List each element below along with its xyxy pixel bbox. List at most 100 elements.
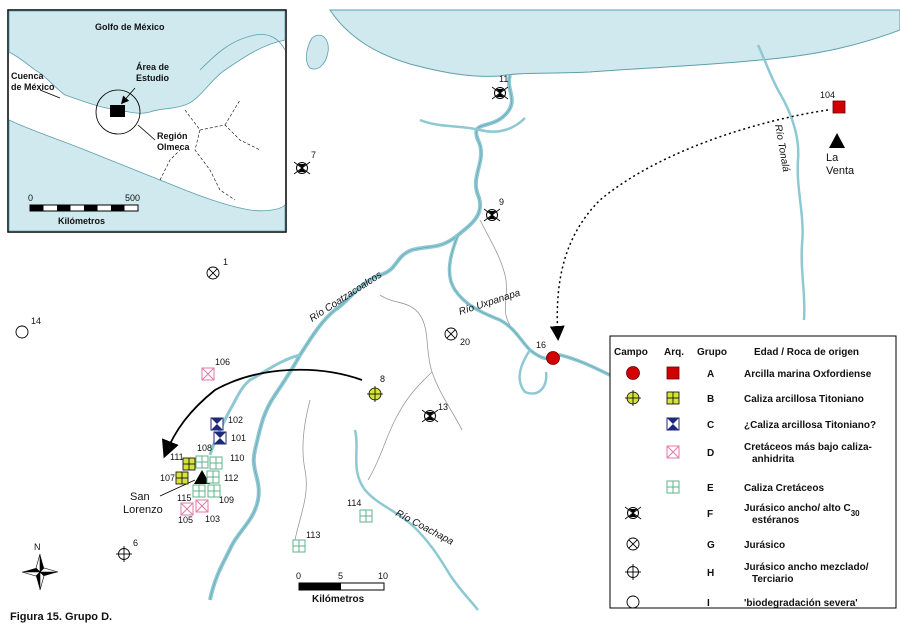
- label-la-venta-2: Venta: [826, 165, 855, 177]
- legend-campo-symbol-A: [626, 366, 640, 380]
- north-label: N: [34, 542, 41, 552]
- site-marker-101: 101: [213, 431, 246, 445]
- site-label-1: 1: [223, 257, 228, 267]
- legend-desc-E-0: Caliza Cretáceos: [744, 483, 824, 494]
- legend-group-A: A: [707, 369, 714, 380]
- legend-desc-I-0: 'biodegradación severa': [744, 598, 858, 609]
- site-label-103: 103: [205, 514, 220, 524]
- legend-desc-F-0: Jurásico ancho/ alto C30: [744, 503, 860, 518]
- san-lorenzo-marker: [194, 470, 210, 484]
- inset-scale-0: 0: [28, 193, 33, 203]
- main-scale-5: 5: [338, 571, 343, 581]
- legend-group-I: I: [707, 598, 710, 609]
- inset-study-label-2: Estudio: [136, 73, 170, 83]
- tributary-1: [479, 219, 511, 326]
- site-marker-103: 103: [195, 499, 220, 524]
- inset-region-label-1: Región: [157, 131, 188, 141]
- site-marker-7: 7: [293, 150, 316, 175]
- legend-campo-symbol-G: [626, 537, 640, 551]
- gulf-water: [329, 9, 900, 77]
- legend-arq-symbol-D: [666, 445, 680, 459]
- label-river-tonala: Río Tonalá: [772, 124, 791, 174]
- legend-campo-symbol-I: [626, 595, 640, 609]
- legend-row-A: A Arcilla marina Oxfordiense: [626, 366, 872, 380]
- legend-arq-symbol-B: [666, 391, 680, 405]
- legend-header-edad: Edad / Roca de origen: [754, 347, 859, 358]
- inset-scale-unit: Kilómetros: [58, 216, 105, 226]
- site-marker-11: 11: [491, 74, 508, 100]
- inset-scale-bar: [29, 204, 139, 212]
- site-marker-111: 111: [170, 452, 196, 471]
- site-label-101: 101: [231, 433, 246, 443]
- legend-box: [609, 335, 897, 609]
- legend-campo-symbol-B: [625, 390, 641, 406]
- site-label-13: 13: [438, 402, 448, 412]
- inset-gulf-label: Golfo de México: [95, 22, 165, 32]
- site-marker-102: 102: [210, 415, 243, 431]
- site-label-107: 107: [160, 473, 175, 483]
- site-label-111: 111: [170, 452, 184, 462]
- inset-scale-500: 500: [125, 193, 140, 203]
- label-san-lorenzo-1: San: [130, 491, 150, 503]
- site-marker-110: 110: [209, 453, 244, 470]
- inset-study-area: [110, 105, 125, 117]
- legend-arq-symbol-C: [666, 417, 680, 431]
- site-label-14: 14: [31, 316, 41, 326]
- site-marker-109: 109: [207, 484, 234, 505]
- site-marker-8: 8: [367, 374, 385, 402]
- site-label-104: 104: [820, 90, 835, 100]
- main-scale-10: 10: [378, 571, 388, 581]
- river-tonala: [756, 44, 806, 321]
- site-marker-113: 113: [292, 530, 320, 553]
- site-marker-114: 114: [347, 498, 373, 523]
- site-marker-106: 106: [201, 357, 230, 381]
- inset-borders: [159, 99, 261, 201]
- inset-basin-label-1: Cuenca: [11, 71, 45, 81]
- inset-region-circle: [95, 89, 141, 135]
- tributary-2: [379, 294, 463, 431]
- site-marker-107: 107: [160, 471, 189, 485]
- legend-group-G: G: [707, 540, 715, 551]
- site-label-115: 115: [177, 493, 191, 503]
- legend-header-arq: Arq.: [664, 347, 684, 358]
- site-label-102: 102: [228, 415, 243, 425]
- site-label-112: 112: [224, 473, 238, 483]
- site-label-16: 16: [536, 340, 546, 350]
- label-river-coachapa: Río Coachapa: [394, 508, 456, 548]
- san-lorenzo-pointer: [159, 479, 196, 497]
- label-san-lorenzo-2: Lorenzo: [123, 504, 163, 516]
- site-label-108: 108: [197, 443, 212, 453]
- river-uxpanapa-loop: [518, 349, 548, 395]
- legend-campo-symbol-F: [624, 506, 642, 520]
- legend-desc-D-0: Cretáceos más bajo caliza-: [744, 442, 872, 453]
- site-marker-104: 104: [820, 90, 846, 114]
- site-label-9: 9: [499, 197, 504, 207]
- legend-desc-A-0: Arcilla marina Oxfordiense: [744, 369, 872, 380]
- legend-group-D: D: [707, 448, 714, 459]
- site-label-106: 106: [215, 357, 230, 367]
- north-arrow-icon: [21, 553, 59, 591]
- site-marker-112: 112: [206, 470, 238, 484]
- label-la-venta-1: La: [826, 152, 839, 164]
- coastal-channel: [419, 117, 526, 133]
- legend-desc-H-0: Jurásico ancho mezclado/: [744, 562, 869, 573]
- main-scale-bar: [298, 582, 385, 591]
- legend-row-I: I 'biodegradación severa': [626, 595, 858, 609]
- inset-arrow-study: [120, 87, 136, 105]
- site-marker-9: 9: [483, 197, 504, 222]
- site-marker-13: 13: [421, 402, 448, 423]
- site-label-6: 6: [133, 538, 138, 548]
- figure-caption: Figura 15. Grupo D.: [10, 611, 112, 623]
- site-label-110: 110: [230, 453, 244, 463]
- tributary-4: [294, 399, 311, 541]
- inset-gulf: [8, 10, 286, 114]
- inset-region-label-2: Olmeca: [157, 142, 191, 152]
- site-marker-108: 108: [195, 443, 212, 469]
- inset-arrow-basin: [39, 89, 61, 99]
